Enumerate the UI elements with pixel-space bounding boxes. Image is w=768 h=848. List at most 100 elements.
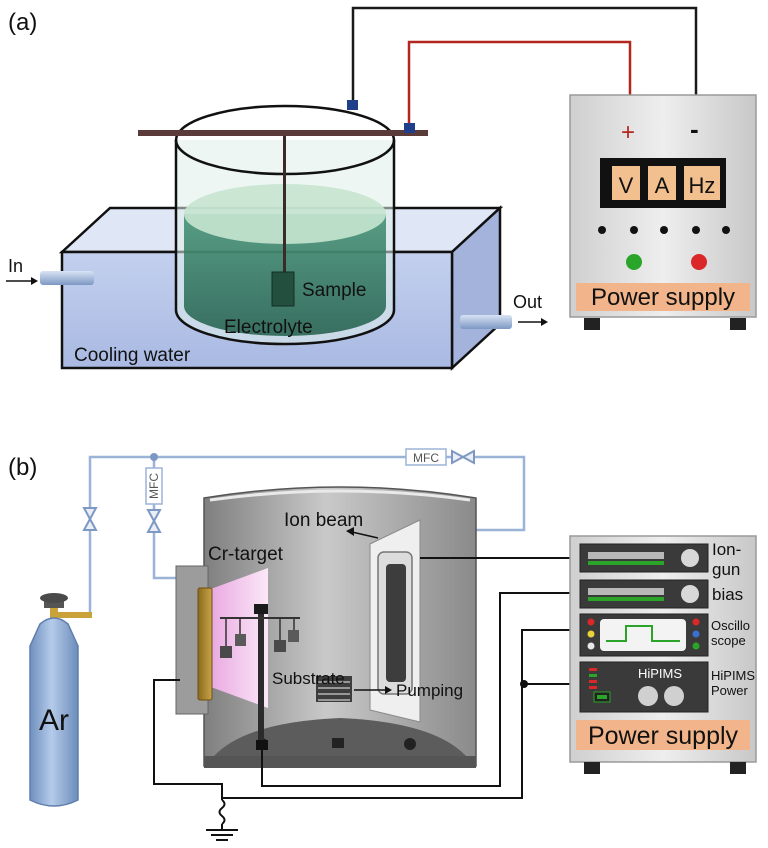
ion-gun-label-2: gun	[712, 560, 740, 579]
oscilloscope-label-2: scope	[711, 633, 746, 648]
connector-positive	[404, 123, 415, 133]
bias-leds	[588, 597, 664, 601]
oscilloscope-screen	[600, 619, 686, 651]
ion-gun-leds	[588, 561, 664, 565]
scope-button[interactable]	[587, 618, 595, 626]
panel-b-label: (b)	[8, 454, 37, 481]
jack-4	[692, 226, 700, 234]
electrolyte-label: Electrolyte	[224, 317, 313, 338]
out-arrowhead	[541, 318, 548, 326]
pumping-arrowhead	[385, 686, 392, 694]
label-band-b	[576, 720, 750, 750]
bias-display	[588, 588, 664, 595]
ground-coil	[218, 799, 226, 825]
display-hz: Hz	[689, 173, 716, 198]
cylinder-outlet	[58, 612, 92, 618]
cabinet-foot	[730, 762, 746, 774]
power-supply-rack: HiPIMS Ion- gun bias Oscillo scope HiPIM…	[569, 535, 757, 774]
ion-beam-arrowhead	[346, 527, 354, 536]
scope-button[interactable]	[587, 630, 595, 638]
pump-grille	[316, 676, 352, 702]
oscilloscope-trace	[606, 625, 680, 642]
cabinet-foot	[584, 318, 600, 330]
floor-bolt	[404, 738, 416, 750]
panel-a-label: (a)	[8, 9, 37, 36]
ion-beam-label: Ion beam	[284, 510, 363, 531]
chamber-base	[204, 756, 476, 768]
sample	[271, 271, 295, 307]
jack-5	[722, 226, 730, 234]
cabinet-foot	[730, 318, 746, 330]
label-band-a	[576, 283, 750, 311]
hipims-led	[589, 668, 597, 671]
ion-gun-display	[588, 552, 664, 559]
panel-a: (a) In Out Sample Electrolyte Cooling wa…	[6, 6, 757, 371]
wire-negative	[351, 6, 698, 116]
chamber-floor	[214, 718, 466, 756]
ar-label: Ar	[39, 704, 69, 737]
out-label: Out	[513, 292, 542, 312]
scope-button[interactable]	[692, 642, 700, 650]
hipims-speaker-grille	[664, 686, 684, 706]
pumping-label: Pumping	[396, 681, 463, 700]
jack-1	[598, 226, 606, 234]
substrate-sample	[220, 646, 232, 658]
cr-target	[197, 587, 213, 701]
substrate-sample	[235, 634, 246, 646]
oscilloscope-label-1: Oscillo	[711, 618, 750, 633]
hipims-led	[589, 686, 597, 689]
substrate-label: Substrate	[272, 669, 345, 688]
vacuum-chamber	[175, 486, 477, 768]
electrode-bar	[138, 130, 428, 136]
pump-slats	[318, 681, 350, 701]
stop-button[interactable]	[691, 254, 707, 270]
ion-beam-arrow	[351, 531, 379, 539]
cylinder-handwheel	[40, 593, 68, 603]
in-arrowhead	[31, 277, 38, 285]
ion-source-slot	[386, 564, 406, 682]
ion-gun-label-1: Ion-	[712, 540, 741, 559]
mfc-box-top	[405, 448, 447, 466]
in-label: In	[8, 256, 23, 276]
hipims-display-fill	[597, 695, 607, 699]
hipims-power-label-2: Power	[711, 683, 749, 698]
cooling-water-label: Cooling water	[74, 345, 191, 366]
power-supply-label-b: Power supply	[588, 722, 739, 750]
floor-bolt	[332, 738, 344, 748]
water-outlet-pipe	[460, 315, 512, 329]
power-supply-label-a: Power supply	[591, 284, 735, 311]
display-a: A	[655, 173, 670, 198]
gas-junction	[150, 453, 158, 461]
scope-button[interactable]	[692, 630, 700, 638]
argon-cylinder: Ar	[29, 593, 92, 807]
sample-holder-rod	[283, 136, 286, 274]
ion-gun-knob[interactable]	[681, 549, 699, 567]
wiring-b	[153, 557, 580, 800]
mfc-side-label: MFC	[147, 473, 161, 499]
sample-label: Sample	[302, 280, 366, 301]
display-cell-hz	[684, 166, 720, 200]
display-cell-v	[612, 166, 640, 200]
wire-positive	[407, 40, 632, 127]
rod-base	[256, 740, 268, 750]
scope-button[interactable]	[692, 618, 700, 626]
display-v: V	[619, 173, 634, 198]
jack-3	[660, 226, 668, 234]
chamber-lid-highlight	[209, 489, 471, 502]
start-button[interactable]	[626, 254, 642, 270]
bias-label: bias	[712, 585, 743, 604]
panel-b: (b) MFC MFC Ar	[8, 448, 757, 841]
scope-button[interactable]	[587, 642, 595, 650]
cylinder-body	[29, 617, 79, 807]
jack-2	[630, 226, 638, 234]
mfc-top-label: MFC	[413, 451, 439, 465]
substrate-rod	[258, 612, 264, 748]
power-supply-a: + - V A Hz Power supply	[569, 94, 757, 330]
cr-target-label: Cr-target	[208, 544, 284, 565]
mfc-box-side	[145, 467, 163, 505]
valves	[82, 449, 475, 533]
cylinder-valve-body	[50, 608, 58, 622]
bias-knob[interactable]	[681, 585, 699, 603]
hipims-led	[589, 680, 597, 683]
